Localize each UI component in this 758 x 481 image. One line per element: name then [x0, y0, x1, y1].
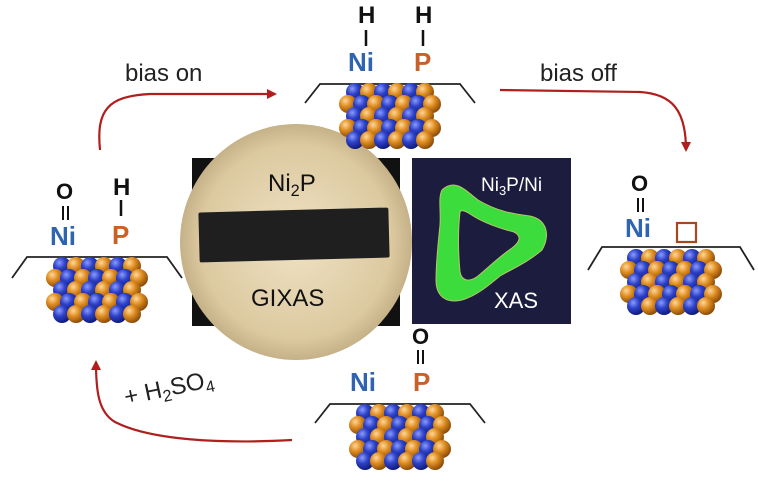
top-p-label: P: [414, 47, 432, 77]
empty-square-icon: [675, 221, 698, 244]
nickel-atom: [412, 452, 430, 470]
bottom-p-label: P: [413, 367, 431, 397]
nickel-atom: [356, 452, 374, 470]
gixas-sample-strip: [198, 207, 390, 263]
top-h-ni: H: [358, 2, 376, 29]
bias-off-label: bias off: [540, 60, 617, 87]
atom-cluster-left: [46, 257, 148, 323]
top-ni-label: Ni: [348, 47, 374, 77]
surface-line-left: [11, 256, 183, 279]
right-ni-label: Ni: [625, 213, 651, 243]
right-o-label: O: [631, 171, 649, 196]
atom-cluster-bottom: [349, 404, 451, 470]
surface-line-top: [304, 83, 476, 104]
nickel-atom: [627, 297, 645, 315]
nickel-atom: [81, 305, 99, 323]
nickel-atom: [109, 305, 127, 323]
phosphorus-atom: [123, 305, 141, 323]
phosphorus-atom: [697, 297, 715, 315]
xas-green-triangle: [435, 184, 547, 302]
nickel-atom: [374, 131, 392, 149]
phosphorus-atom: [426, 452, 444, 470]
bottom-ni-label: Ni: [350, 367, 376, 397]
phosphorus-atom: [388, 131, 406, 149]
left-p-label: P: [112, 220, 130, 250]
surface-line-bottom: [314, 403, 486, 424]
nickel-atom: [53, 305, 71, 323]
phosphorus-atom: [67, 305, 85, 323]
arrow-bias-on: [98, 89, 277, 151]
nickel-atom: [384, 452, 402, 470]
phosphorus-atom: [95, 305, 113, 323]
phosphorus-atom: [360, 131, 378, 149]
atom-cluster-top: [339, 83, 441, 149]
gixas-technique-label: GIXAS: [251, 285, 325, 312]
nickel-atom: [402, 131, 420, 149]
arrow-acid: [91, 360, 293, 443]
atom-cluster-right: [620, 249, 722, 315]
surface-line-right: [587, 246, 755, 271]
xas-sample-label: Ni3P/Ni: [481, 175, 543, 198]
phosphorus-atom: [669, 297, 687, 315]
top-h-p: H: [415, 2, 433, 29]
nickel-atom: [655, 297, 673, 315]
phosphorus-atom: [370, 452, 388, 470]
nickel-atom: [683, 297, 701, 315]
arrow-bias-off: [499, 88, 691, 152]
nickel-atom: [346, 131, 364, 149]
phosphorus-atom: [416, 131, 434, 149]
gixas-sample-label: Ni2P: [268, 170, 316, 200]
left-o-label: O: [56, 179, 74, 204]
bottom-o-label: O: [412, 324, 430, 349]
phosphorus-atom: [641, 297, 659, 315]
bias-on-label: bias on: [125, 60, 203, 87]
xas-technique-label: XAS: [494, 288, 539, 313]
left-h-label: H: [113, 174, 131, 201]
left-ni-label: Ni: [50, 221, 76, 251]
phosphorus-atom: [398, 452, 416, 470]
